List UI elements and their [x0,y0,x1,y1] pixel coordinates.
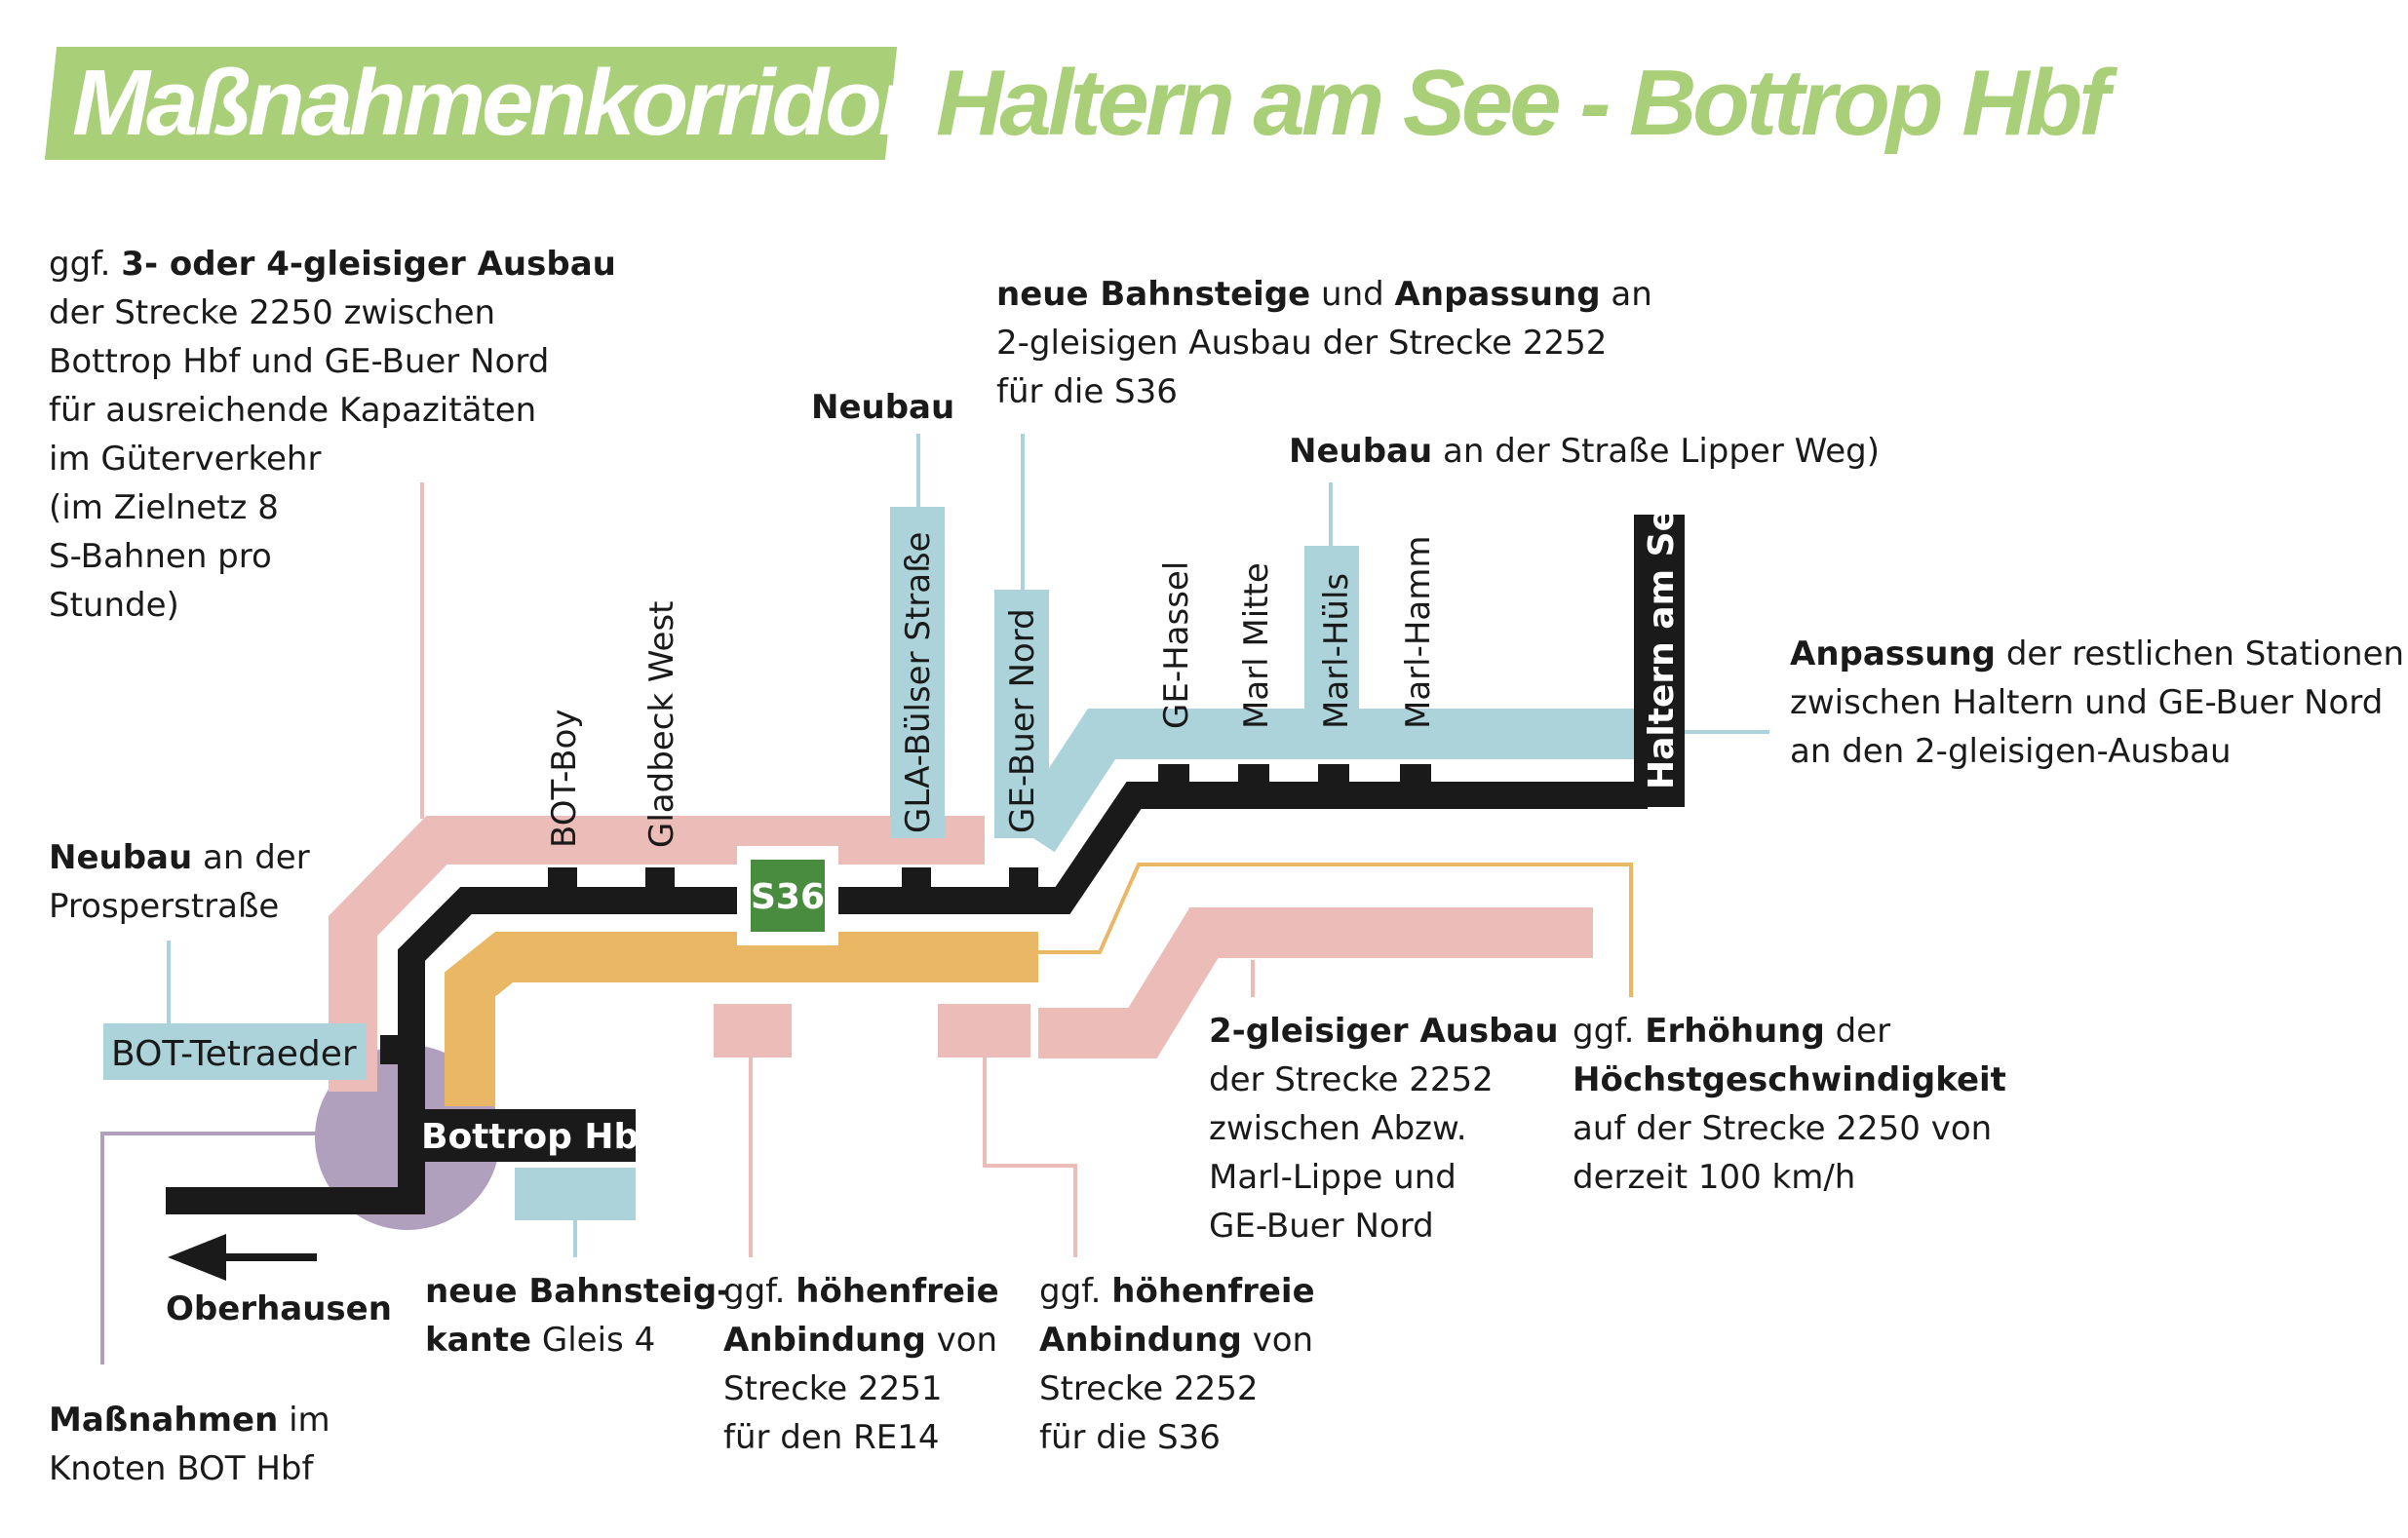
annotation-bahnsteige-2252: neue Bahnsteige und Anpassung an 2-gleis… [996,275,1652,411]
annotation-neubau-prosper: Neubau an der Prosperstraße [49,838,310,926]
tick-bot-boy [548,867,577,903]
label-gla-buelser: GLA-Bülser Straße [899,532,938,833]
s36-label: S36 [751,877,825,917]
arrow-oberhausen-icon [168,1234,226,1281]
tick-ge-buer-nord [1009,867,1038,903]
leader-geschwindigkeit [1038,863,1633,997]
bahnsteigkante-box [515,1168,636,1220]
annotation-neubau-gla: Neubau [811,388,955,427]
tick-bot-tetraeder [380,1035,415,1064]
label-haltern: Haltern am See [1642,484,1682,789]
label-ge-hassel: GE-Hassel [1157,561,1196,729]
tick-marl-huels [1318,764,1349,799]
main-line [166,782,1648,1214]
tick-gla-buelser [902,867,931,903]
label-ge-buer-nord: GE-Buer Nord [1003,608,1042,833]
label-bot-boy: BOT-Boy [545,710,584,848]
annotation-anbindung-2252: ggf. höhenfreie Anbindung von Strecke 22… [1039,1272,1315,1457]
pink-box-2251 [714,1004,792,1057]
tick-marl-hamm [1400,764,1431,799]
leader-knoten [100,1132,317,1365]
annotation-anbindung-2251: ggf. höhenfreie Anbindung von Strecke 22… [723,1272,999,1457]
tick-gladbeck-west [645,867,675,903]
annotation-geschwindigkeit: ggf. Erhöhung der Höchstgeschwindigkeit … [1573,1012,2006,1197]
label-marl-huels: Marl-Hüls [1317,573,1356,729]
tick-marl-mitte [1238,764,1269,799]
highlight-ge-buer-nord [994,590,1049,838]
pink-band-2250 [329,816,985,1092]
highlight-gla-buelser [890,507,945,838]
title-route: Haltern am See - Bottrop Hbf [936,51,2110,155]
haltern-terminal [1634,515,1685,807]
annotation-oberhausen: Oberhausen [166,1289,392,1328]
tick-ge-hassel [1158,764,1189,799]
annotation-neubau-lipper: Neubau an der Straße Lipper Weg) [1289,432,1881,471]
bottrop-hbf-box [411,1109,636,1162]
s36-badge [751,860,825,932]
annotation-ausbau-2252: 2-gleisiger Ausbau der Strecke 2252 zwis… [1209,1012,1559,1246]
bot-tetraeder-box [103,1023,367,1080]
pink-band-2252 [1038,907,1593,1058]
annotation-bahnsteigkante: neue Bahnsteig- kante Gleis 4 [425,1272,731,1360]
label-marl-mitte: Marl Mitte [1237,562,1276,729]
annotation-ausbau-2250: ggf. 3- oder 4-gleisiger Ausbau der Stre… [49,245,616,625]
orange-band-2250 [445,932,1038,1106]
label-gladbeck-west: Gladbeck West [642,601,681,849]
label-bot-tetraeder: BOT-Tetraeder [111,1034,357,1074]
label-bottrop-hbf: Bottrop Hbf [421,1117,654,1157]
title-corridor: Maßnahmenkorridor 13a [72,51,1081,155]
annotation-knoten: Maßnahmen im Knoten BOT Hbf [49,1401,330,1488]
annotation-anpassung-rest: Anpassung der restlichen Stationen zwisc… [1790,634,2405,771]
highlight-marl-huels [1304,546,1359,736]
label-marl-hamm: Marl-Hamm [1399,535,1438,729]
leader-anbindung-2252 [983,1057,1077,1257]
pink-box-2252 [938,1004,1030,1057]
blue-band-stations [1012,709,1643,853]
